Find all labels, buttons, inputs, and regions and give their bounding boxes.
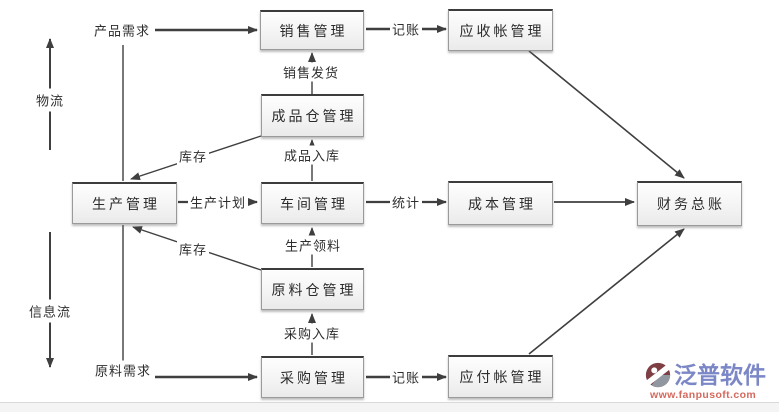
brand-website: www.fanpusoft.com bbox=[650, 389, 757, 401]
edge-label-stock-top: 库存 bbox=[176, 146, 210, 166]
brand-watermark: 泛普软件 www.fanpusoft.com bbox=[642, 361, 766, 401]
edge-label-stock-bottom: 库存 bbox=[176, 239, 210, 259]
edge-label-bookkeeping-top: 记账 bbox=[389, 19, 423, 39]
edge-line bbox=[528, 228, 685, 355]
edge-line bbox=[528, 50, 685, 179]
node-workshop: 车间管理 bbox=[261, 182, 364, 224]
node-cost: 成本管理 bbox=[448, 181, 553, 225]
brand-logo-icon bbox=[642, 361, 674, 389]
edge-label-production-plan: 生产计划 bbox=[187, 192, 249, 212]
edge-label-purchase-inbound: 采购入库 bbox=[281, 323, 343, 343]
node-ledger: 财务总账 bbox=[637, 181, 742, 226]
node-production: 生产管理 bbox=[72, 182, 177, 224]
node-fg-warehouse: 成品仓管理 bbox=[261, 94, 364, 137]
node-ap: 应付帐管理 bbox=[448, 355, 553, 398]
node-purchase: 采购管理 bbox=[261, 356, 364, 398]
edge-label-product-demand: 产品需求 bbox=[91, 20, 153, 40]
brand-name: 泛普软件 bbox=[674, 362, 766, 388]
flow-axis-label-material: 物流 bbox=[34, 88, 66, 112]
flow-axis-label-info: 信息流 bbox=[27, 299, 73, 323]
edge-label-sales-shipment: 销售发货 bbox=[280, 62, 342, 82]
edge-label-fg-inbound: 成品入库 bbox=[281, 145, 343, 165]
edge-label-material-demand: 原料需求 bbox=[92, 360, 154, 380]
edge-label-statistics: 统计 bbox=[389, 192, 423, 212]
page-bottom-strip bbox=[0, 402, 779, 412]
node-sales: 销售管理 bbox=[260, 10, 364, 50]
edge-label-bookkeeping-bottom: 记账 bbox=[389, 367, 423, 387]
edge-label-production-picking: 生产领料 bbox=[282, 235, 344, 255]
node-rm-warehouse: 原料仓管理 bbox=[261, 268, 364, 310]
node-ar: 应收帐管理 bbox=[448, 9, 553, 51]
